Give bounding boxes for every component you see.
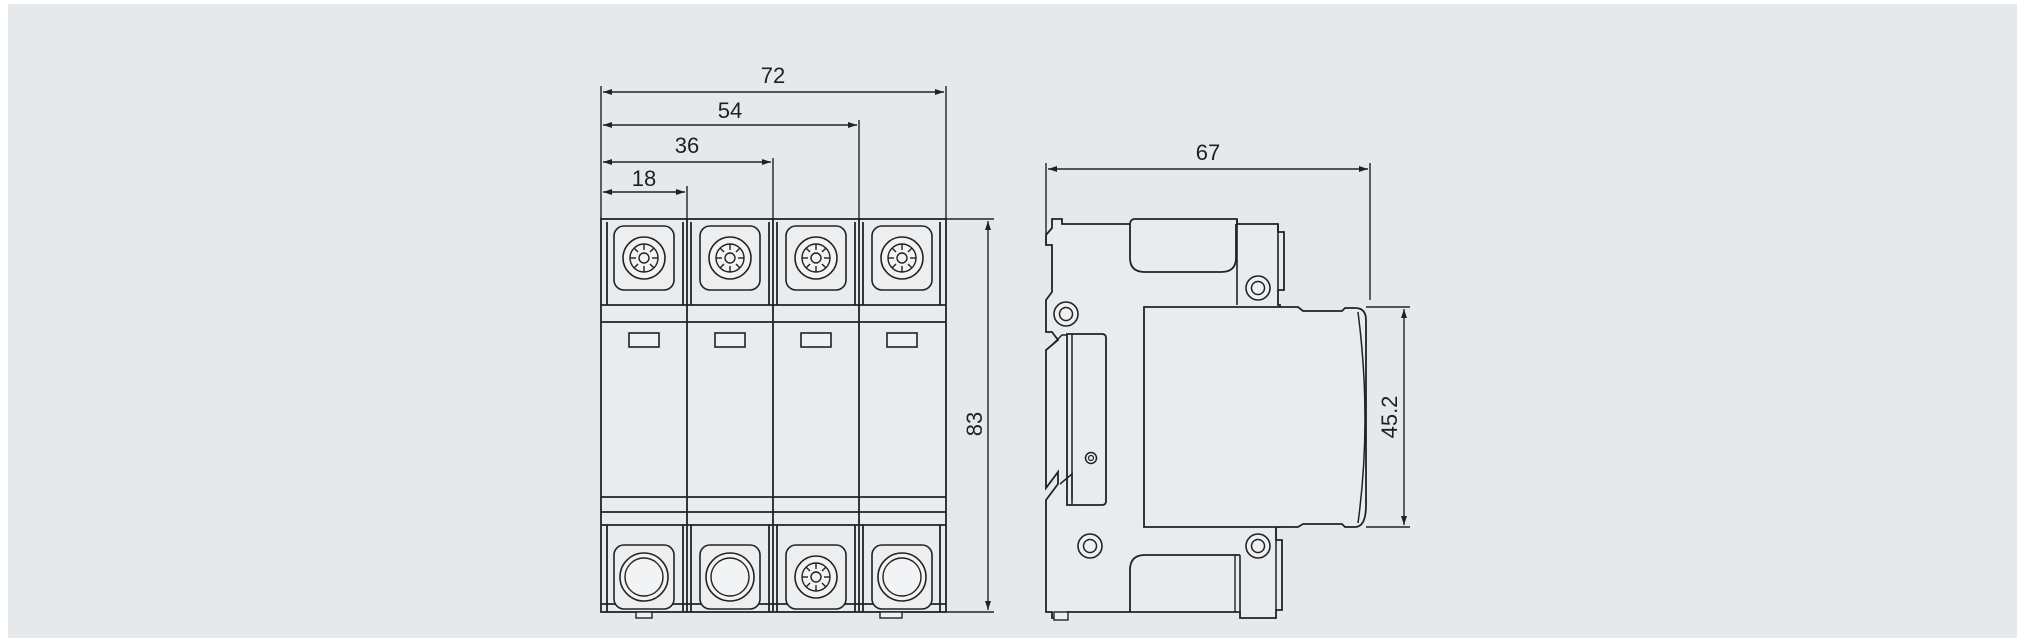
screw-terminal-icon <box>613 225 675 291</box>
side-dimension-lines <box>1045 163 1410 528</box>
round-terminal-icon <box>871 544 933 610</box>
dim-width-4-pole: 72 <box>761 63 785 88</box>
dim-width-2-pole: 36 <box>675 133 699 158</box>
round-terminal-icon <box>699 544 761 610</box>
screw-icon <box>1053 301 1079 327</box>
screw-terminal-icon <box>785 225 847 291</box>
dim-width-3-pole: 54 <box>718 98 742 123</box>
side-rail-slot <box>1066 333 1107 506</box>
screw-terminal-icon <box>699 225 761 291</box>
rivet-icon <box>1084 451 1098 465</box>
status-windows <box>628 332 918 348</box>
dim-depth: 67 <box>1196 140 1220 165</box>
side-din-clip <box>1053 611 1069 621</box>
side-lower-cutout <box>1129 554 1240 612</box>
side-top-cutout <box>1129 224 1237 273</box>
pole-dividers <box>606 219 941 612</box>
screw-icon <box>1077 533 1103 559</box>
screw-terminal-icon <box>785 544 847 610</box>
screw-icon <box>1245 275 1271 301</box>
side-view: 67 45.2 <box>1045 140 1410 621</box>
drawing-background <box>8 4 2017 638</box>
screw-icon <box>1245 533 1271 559</box>
front-dimension-lines <box>600 86 994 613</box>
round-terminal-icon <box>613 544 675 610</box>
screw-terminal-icon <box>871 225 933 291</box>
dim-width-1-pole: 18 <box>632 166 656 191</box>
dim-height: 83 <box>962 412 987 436</box>
dim-front-height: 45.2 <box>1377 396 1402 439</box>
front-din-clips <box>635 611 903 619</box>
front-view: 72 54 36 18 83 <box>600 63 994 619</box>
side-front-module <box>1143 306 1367 528</box>
